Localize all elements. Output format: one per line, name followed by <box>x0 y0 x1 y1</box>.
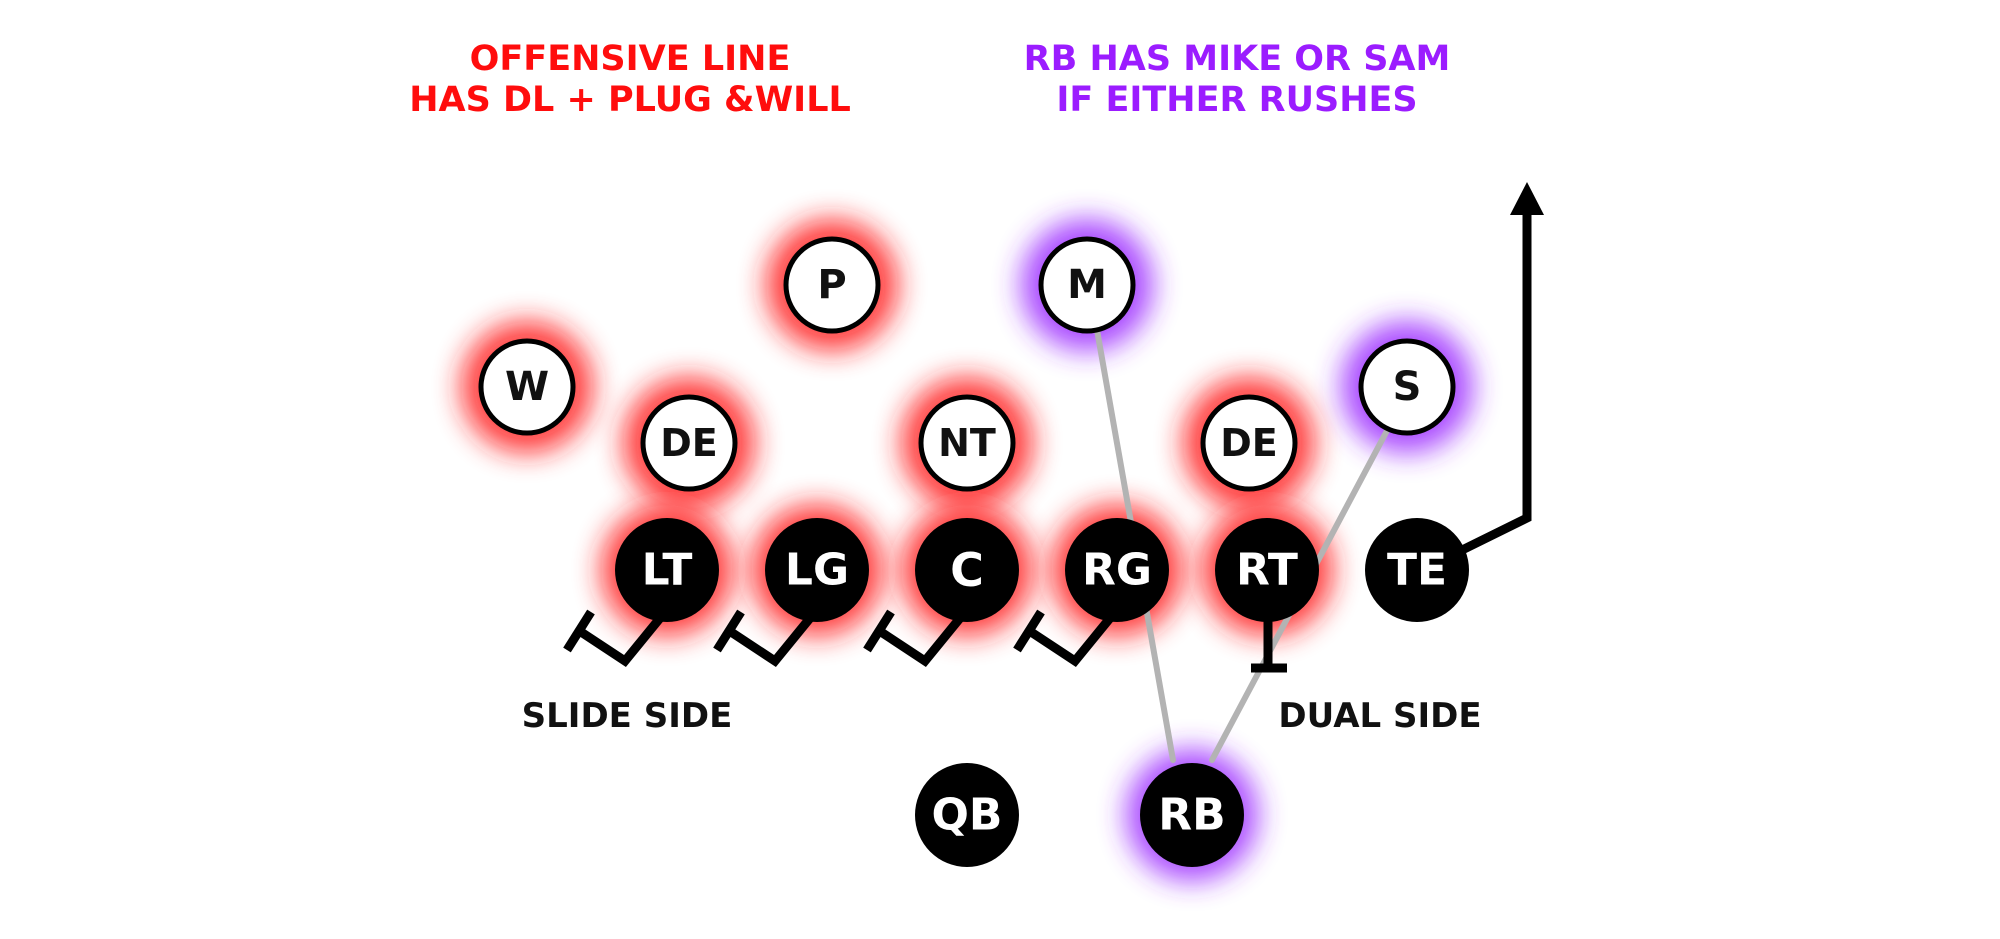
player-s-label: S <box>1393 364 1422 410</box>
player-rg: RG <box>1065 518 1169 622</box>
player-rt: RT <box>1215 518 1319 622</box>
player-w: W <box>478 338 576 436</box>
player-te-label: TE <box>1387 545 1447 596</box>
lg-slide-block <box>725 609 819 667</box>
player-de1: DE <box>640 394 738 492</box>
player-s-circle <box>1358 338 1456 436</box>
te-route <box>1448 212 1532 561</box>
player-lt: LT <box>615 518 719 622</box>
c-slide-block <box>875 609 969 667</box>
player-te-circle <box>1365 518 1469 622</box>
rg-slide-block <box>1025 609 1119 667</box>
player-de2-circle <box>1200 394 1298 492</box>
player-de2-label: DE <box>1220 421 1278 465</box>
player-c-label: C <box>950 543 984 597</box>
caption-slide-side: SLIDE SIDE <box>522 696 733 736</box>
player-qb-circle <box>915 763 1019 867</box>
lt-slide-block-tip <box>563 609 595 653</box>
player-qb-label: QB <box>932 790 1003 841</box>
heading-rb-assignment: RB HAS MIKE OR SAM <box>1024 39 1451 79</box>
c-slide-block-tip <box>863 609 895 653</box>
te-route-arrow-icon <box>1510 182 1544 215</box>
lg-slide-block-tip <box>713 609 745 653</box>
lt-slide-block <box>575 609 669 667</box>
rg-slide-block-tip <box>1013 609 1045 653</box>
players-layer: W P M S DE NT DE LT LG C RG RT TE QB RB <box>478 236 1469 867</box>
player-w-circle <box>478 338 576 436</box>
player-m-label: M <box>1067 262 1107 308</box>
player-lg: LG <box>765 518 869 622</box>
player-p-label: P <box>817 262 846 308</box>
player-lg-label: LG <box>785 545 849 596</box>
player-m-circle <box>1038 236 1136 334</box>
player-rb: RB <box>1140 763 1244 867</box>
player-de2: DE <box>1200 394 1298 492</box>
player-nt-label: NT <box>938 421 996 465</box>
player-de1-label: DE <box>660 421 718 465</box>
player-nt-circle <box>918 394 1016 492</box>
player-rg-circle <box>1065 518 1169 622</box>
player-lt-circle <box>615 518 719 622</box>
player-m: M <box>1038 236 1136 334</box>
player-c: C <box>915 518 1019 622</box>
player-rg-label: RG <box>1082 545 1152 596</box>
player-lt-label: LT <box>642 545 693 596</box>
heading-offensive-line: OFFENSIVE LINE <box>470 39 791 79</box>
player-qb: QB <box>915 763 1019 867</box>
player-s: S <box>1358 338 1456 436</box>
player-c-circle <box>915 518 1019 622</box>
player-te: TE <box>1365 518 1469 622</box>
player-p: P <box>783 236 881 334</box>
player-rt-label: RT <box>1236 545 1298 596</box>
caption-dual-side: DUAL SIDE <box>1278 696 1481 736</box>
player-nt: NT <box>918 394 1016 492</box>
player-de1-circle <box>640 394 738 492</box>
player-rt-circle <box>1215 518 1319 622</box>
player-rb-label: RB <box>1158 790 1225 841</box>
player-p-circle <box>783 236 881 334</box>
player-lg-circle <box>765 518 869 622</box>
heading-rb-condition: IF EITHER RUSHES <box>1056 80 1417 120</box>
player-rb-circle <box>1140 763 1244 867</box>
heading-offensive-line-assignment: HAS DL + PLUG &WILL <box>409 80 851 120</box>
player-w-label: W <box>505 364 549 410</box>
